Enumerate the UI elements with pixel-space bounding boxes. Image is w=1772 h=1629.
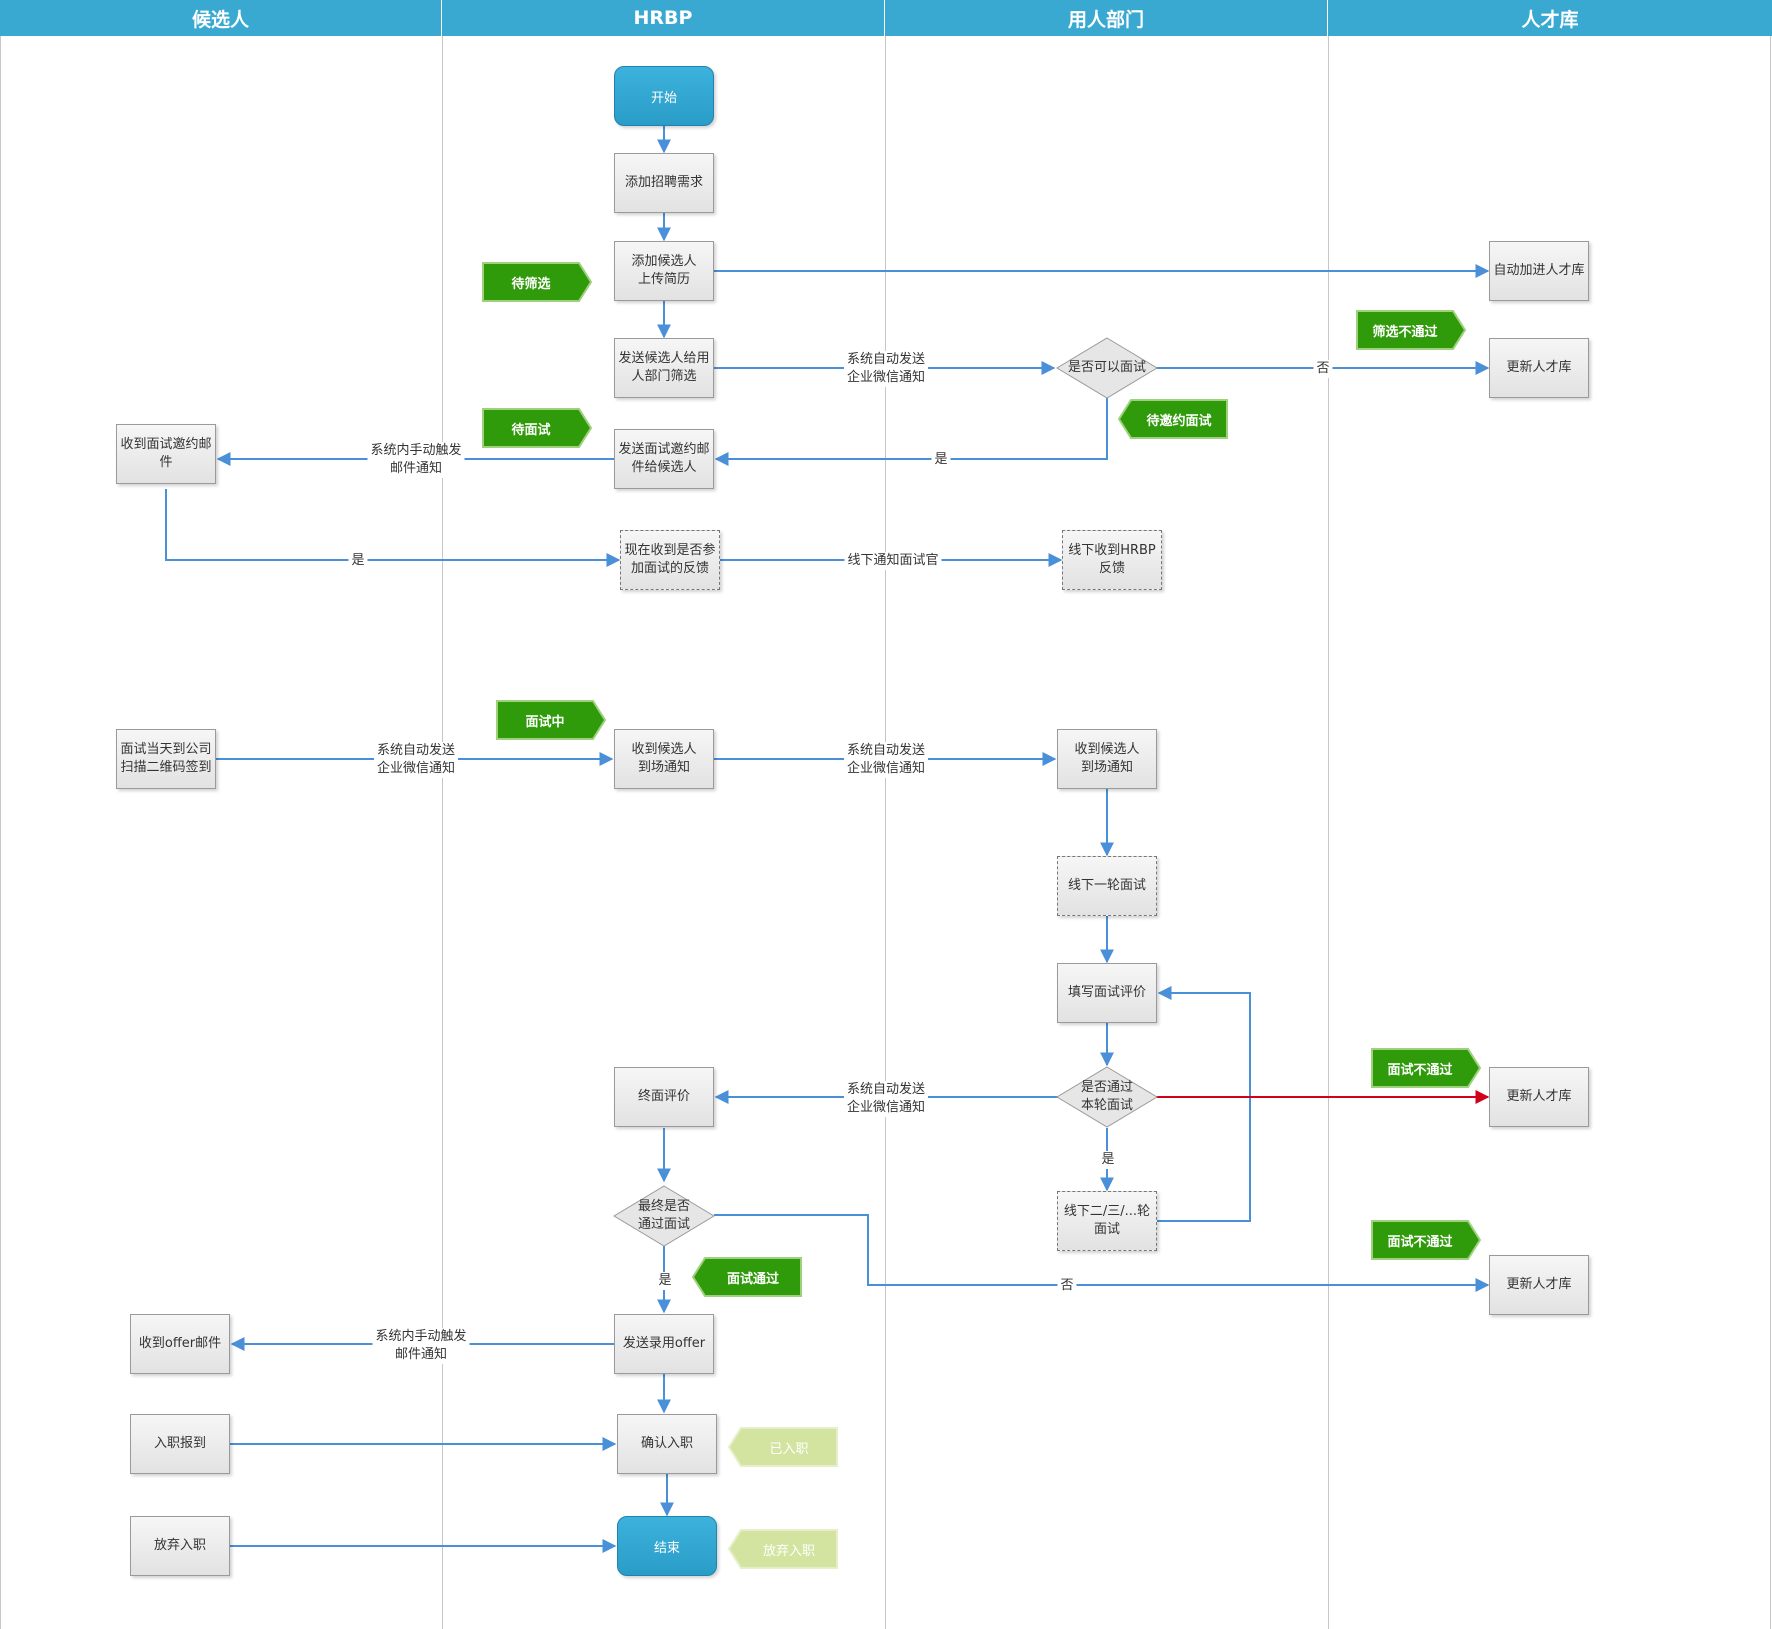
tag-pending-invite: 待邀约面试 bbox=[1117, 399, 1228, 439]
label-offline-notify: 线下通知面试官 bbox=[844, 552, 942, 570]
node-attend-feedback: 现在收到是否参 加面试的反馈 bbox=[620, 530, 720, 590]
lane-header-dept: 用人部门 bbox=[885, 0, 1328, 36]
tag-onboarded: 已入职 bbox=[727, 1427, 838, 1467]
decision-pass-round: 是否通过 本轮面试 bbox=[1056, 1066, 1158, 1128]
tag-interviewing: 面试中 bbox=[496, 700, 607, 740]
label-auto-wechat-2: 系统自动发送 企业微信通知 bbox=[373, 742, 459, 778]
node-update-talent-2: 更新人才库 bbox=[1489, 1067, 1589, 1127]
lane-header-hrbp: HRBP bbox=[442, 0, 885, 36]
end-node: 结束 bbox=[617, 1516, 717, 1576]
node-final-eval: 终面评价 bbox=[614, 1067, 714, 1127]
node-confirm-onboard: 确认入职 bbox=[617, 1414, 717, 1474]
node-onboard-report: 入职报到 bbox=[130, 1414, 230, 1474]
tag-interview-fail-1: 面试不通过 bbox=[1371, 1048, 1482, 1088]
node-give-up: 放弃入职 bbox=[130, 1516, 230, 1576]
tag-pending-screen: 待筛选 bbox=[482, 262, 593, 302]
node-offline-recv-hrbp: 线下收到HRBP 反馈 bbox=[1062, 530, 1162, 590]
tag-pending-interview: 待面试 bbox=[482, 408, 593, 448]
node-add-demand: 添加招聘需求 bbox=[614, 153, 714, 213]
node-send-screen: 发送候选人给用 人部门筛选 bbox=[614, 338, 714, 398]
label-yes-1: 是 bbox=[931, 451, 951, 469]
label-manual-mail-2: 系统内手动触发 邮件通知 bbox=[372, 1328, 470, 1364]
lane-header-candidate: 候选人 bbox=[0, 0, 442, 36]
tag-gave-up: 放弃入职 bbox=[727, 1529, 838, 1569]
lane-hrbp bbox=[443, 36, 886, 1629]
decision-final-pass: 最终是否 通过面试 bbox=[613, 1185, 715, 1247]
lane-dept bbox=[886, 36, 1329, 1629]
tag-interview-fail-2: 面试不通过 bbox=[1371, 1220, 1482, 1260]
decision-can-interview-label: 是否可以面试 bbox=[1067, 360, 1146, 375]
edge-recv-to-feedback bbox=[165, 489, 621, 567]
node-hrbp-arrival: 收到候选人 到场通知 bbox=[614, 729, 714, 789]
node-dept-arrival: 收到候选人 到场通知 bbox=[1057, 729, 1157, 789]
node-send-offer: 发送录用offer bbox=[614, 1314, 714, 1374]
decision-can-interview: 是否可以面试 bbox=[1056, 337, 1158, 399]
lane-header-talent: 人才库 bbox=[1328, 0, 1772, 36]
tag-screen-fail: 筛选不通过 bbox=[1356, 310, 1467, 350]
edge-final-no bbox=[714, 1214, 1490, 1292]
label-yes-4: 是 bbox=[655, 1272, 675, 1290]
node-write-eval: 填写面试评价 bbox=[1057, 963, 1157, 1023]
node-add-candidate: 添加候选人 上传简历 bbox=[614, 241, 714, 301]
start-node: 开始 bbox=[614, 66, 714, 126]
decision-final-pass-label: 最终是否 通过面试 bbox=[637, 1199, 690, 1232]
label-manual-mail-1: 系统内手动触发 邮件通知 bbox=[367, 442, 465, 478]
label-no-1: 否 bbox=[1313, 360, 1333, 378]
label-auto-wechat-3: 系统自动发送 企业微信通知 bbox=[843, 742, 929, 778]
node-update-talent-1: 更新人才库 bbox=[1489, 338, 1589, 398]
node-checkin: 面试当天到公司 扫描二维码签到 bbox=[116, 729, 216, 789]
label-yes-3: 是 bbox=[1098, 1151, 1118, 1169]
node-recv-invite: 收到面试邀约邮 件 bbox=[116, 424, 216, 484]
tag-interview-pass: 面试通过 bbox=[691, 1257, 802, 1297]
node-auto-talent: 自动加进人才库 bbox=[1489, 241, 1589, 301]
node-recv-offer: 收到offer邮件 bbox=[130, 1314, 230, 1374]
node-more-rounds: 线下二/三/...轮 面试 bbox=[1057, 1191, 1157, 1251]
label-no-2: 否 bbox=[1057, 1277, 1077, 1295]
lane-candidate bbox=[0, 36, 443, 1629]
node-update-talent-3: 更新人才库 bbox=[1489, 1255, 1589, 1315]
node-first-round: 线下一轮面试 bbox=[1057, 856, 1157, 916]
decision-pass-round-label: 是否通过 本轮面试 bbox=[1080, 1080, 1133, 1113]
label-yes-2: 是 bbox=[348, 552, 368, 570]
edge-decision-yes bbox=[714, 397, 1108, 466]
label-auto-wechat-1: 系统自动发送 企业微信通知 bbox=[843, 351, 929, 387]
label-auto-wechat-4: 系统自动发送 企业微信通知 bbox=[843, 1081, 929, 1117]
node-send-invite: 发送面试邀约邮 件给候选人 bbox=[614, 429, 714, 489]
edge-more-loop bbox=[1157, 986, 1251, 1222]
lane-talent bbox=[1329, 36, 1771, 1629]
